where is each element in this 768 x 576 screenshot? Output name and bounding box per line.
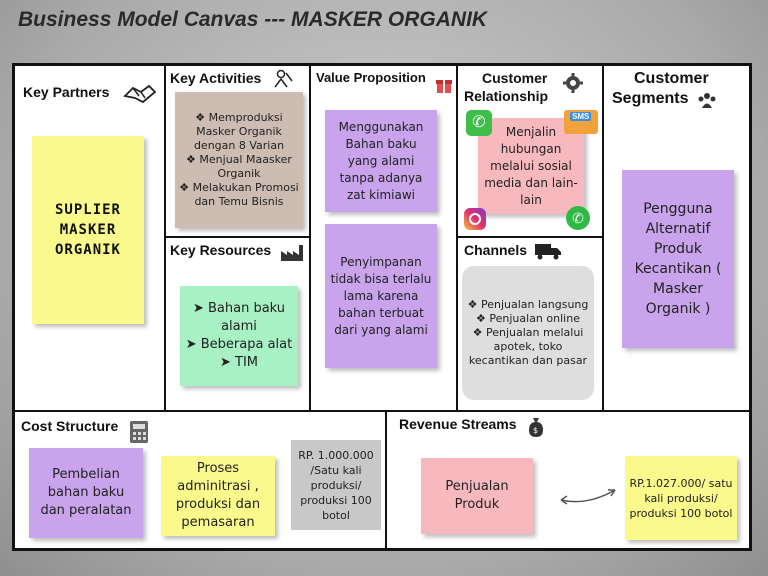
- channels-heading: Channels: [464, 242, 528, 258]
- key-partners-cell: Key Partners SUPLIER MASKER ORGANIK: [15, 66, 166, 412]
- calculator-icon: [130, 421, 148, 443]
- factory-icon: [281, 245, 303, 261]
- customer-relationship-heading-1: Customer: [482, 70, 548, 86]
- revenue-streams-note-1: Penjualan Produk: [421, 458, 533, 534]
- cost-structure-note-1: Pembelian bahan baku dan peralatan: [29, 448, 143, 538]
- customer-segments-cell: Customer Segments Pengguna Alternatif Pr…: [604, 66, 749, 412]
- phone-icon: ✆: [466, 110, 492, 136]
- key-resources-cell: Key Resources ➤ Bahan baku alami ➤ Beber…: [166, 238, 311, 412]
- people-icon: [698, 93, 716, 108]
- key-activity-item: ❖ Memproduksi Masker Organik dengan 8 Va…: [193, 111, 285, 152]
- revenue-streams-cell: Revenue Streams $ Penjualan Produk RP.1.…: [387, 410, 749, 548]
- sms-icon: SMS: [564, 110, 598, 134]
- channel-item: ❖ Penjualan melalui apotek, toko kecanti…: [468, 326, 588, 367]
- revenue-streams-note-2: RP.1.027.000/ satu kali produksi/ produk…: [625, 456, 737, 540]
- cost-structure-note-2: Proses adminitrasi , produksi dan pemasa…: [161, 456, 275, 536]
- key-activity-item: ❖ Melakukan Promosi dan Temu Bisnis: [179, 181, 299, 208]
- money-bag-icon: $: [529, 418, 543, 437]
- double-arrow-icon: [560, 489, 616, 505]
- key-activity-item: ❖ Menjual Maasker Organik: [186, 153, 292, 180]
- key-resource-item: ➤ Beberapa alat: [185, 337, 293, 352]
- key-partners-heading: Key Partners: [23, 84, 110, 100]
- channels-cell: Channels ❖ Penjualan langsung ❖ Penjuala…: [458, 238, 604, 412]
- customer-segments-heading-1: Customer: [634, 70, 709, 87]
- key-partners-note: SUPLIER MASKER ORGANIK: [32, 136, 144, 324]
- cost-structure-heading: Cost Structure: [21, 418, 119, 434]
- customer-segments-heading-2: Segments: [612, 90, 689, 107]
- gift-icon: [436, 80, 452, 93]
- cost-structure-cell: Cost Structure Pembelian bahan baku dan …: [15, 410, 387, 548]
- key-activities-heading: Key Activities: [170, 70, 262, 86]
- key-resources-note: ➤ Bahan baku alami ➤ Beberapa alat ➤ TIM: [180, 286, 298, 386]
- customer-relationship-heading-2: Relationship: [464, 88, 549, 104]
- value-proposition-note-2: Penyimpanan tidak bisa terlalu lama kare…: [325, 224, 437, 368]
- sms-label: SMS: [570, 112, 592, 121]
- value-proposition-note-1: Menggunakan Bahan baku yang alami tanpa …: [325, 110, 437, 212]
- page-title: Business Model Canvas --- MASKER ORGANIK: [18, 8, 488, 31]
- customer-relationship-cell: Customer Relationship Menjalin hubungan …: [458, 66, 604, 238]
- customer-segments-note: Pengguna Alternatif Produk Kecantikan ( …: [622, 170, 734, 348]
- channel-item: ❖ Penjualan online: [476, 312, 580, 325]
- business-model-canvas: Key Partners SUPLIER MASKER ORGANIK Key …: [12, 63, 752, 551]
- instagram-icon: [464, 208, 486, 230]
- key-partners-line-3: ORGANIK: [54, 242, 121, 258]
- key-activities-cell: Key Activities ❖ Memproduksi Masker Orga…: [166, 66, 311, 238]
- value-proposition-cell: Value Proposition Menggunakan Bahan baku…: [311, 66, 458, 412]
- truck-icon: [535, 244, 561, 260]
- svg-text:$: $: [533, 426, 538, 435]
- key-resources-heading: Key Resources: [170, 242, 272, 258]
- key-partners-line-1: SUPLIER: [54, 202, 121, 218]
- whatsapp-icon: ✆: [566, 206, 590, 230]
- customer-relationship-note: Menjalin hubungan melalui sosial media d…: [478, 118, 584, 214]
- channels-note: ❖ Penjualan langsung ❖ Penjualan online …: [462, 266, 594, 400]
- revenue-streams-heading: Revenue Streams: [399, 416, 517, 432]
- gear-icon: [563, 73, 583, 93]
- key-resource-item: ➤ Bahan baku alami: [192, 301, 286, 334]
- value-proposition-heading: Value Proposition: [316, 70, 426, 85]
- channel-item: ❖ Penjualan langsung: [467, 298, 589, 311]
- key-partners-line-2: MASKER: [59, 222, 117, 238]
- key-resource-item: ➤ TIM: [219, 355, 259, 370]
- key-activities-note: ❖ Memproduksi Masker Organik dengan 8 Va…: [175, 92, 303, 228]
- worker-icon: [274, 69, 293, 88]
- cost-structure-note-3: RP. 1.000.000 /Satu kali produksi/ produ…: [291, 440, 381, 530]
- handshake-icon: [123, 84, 157, 104]
